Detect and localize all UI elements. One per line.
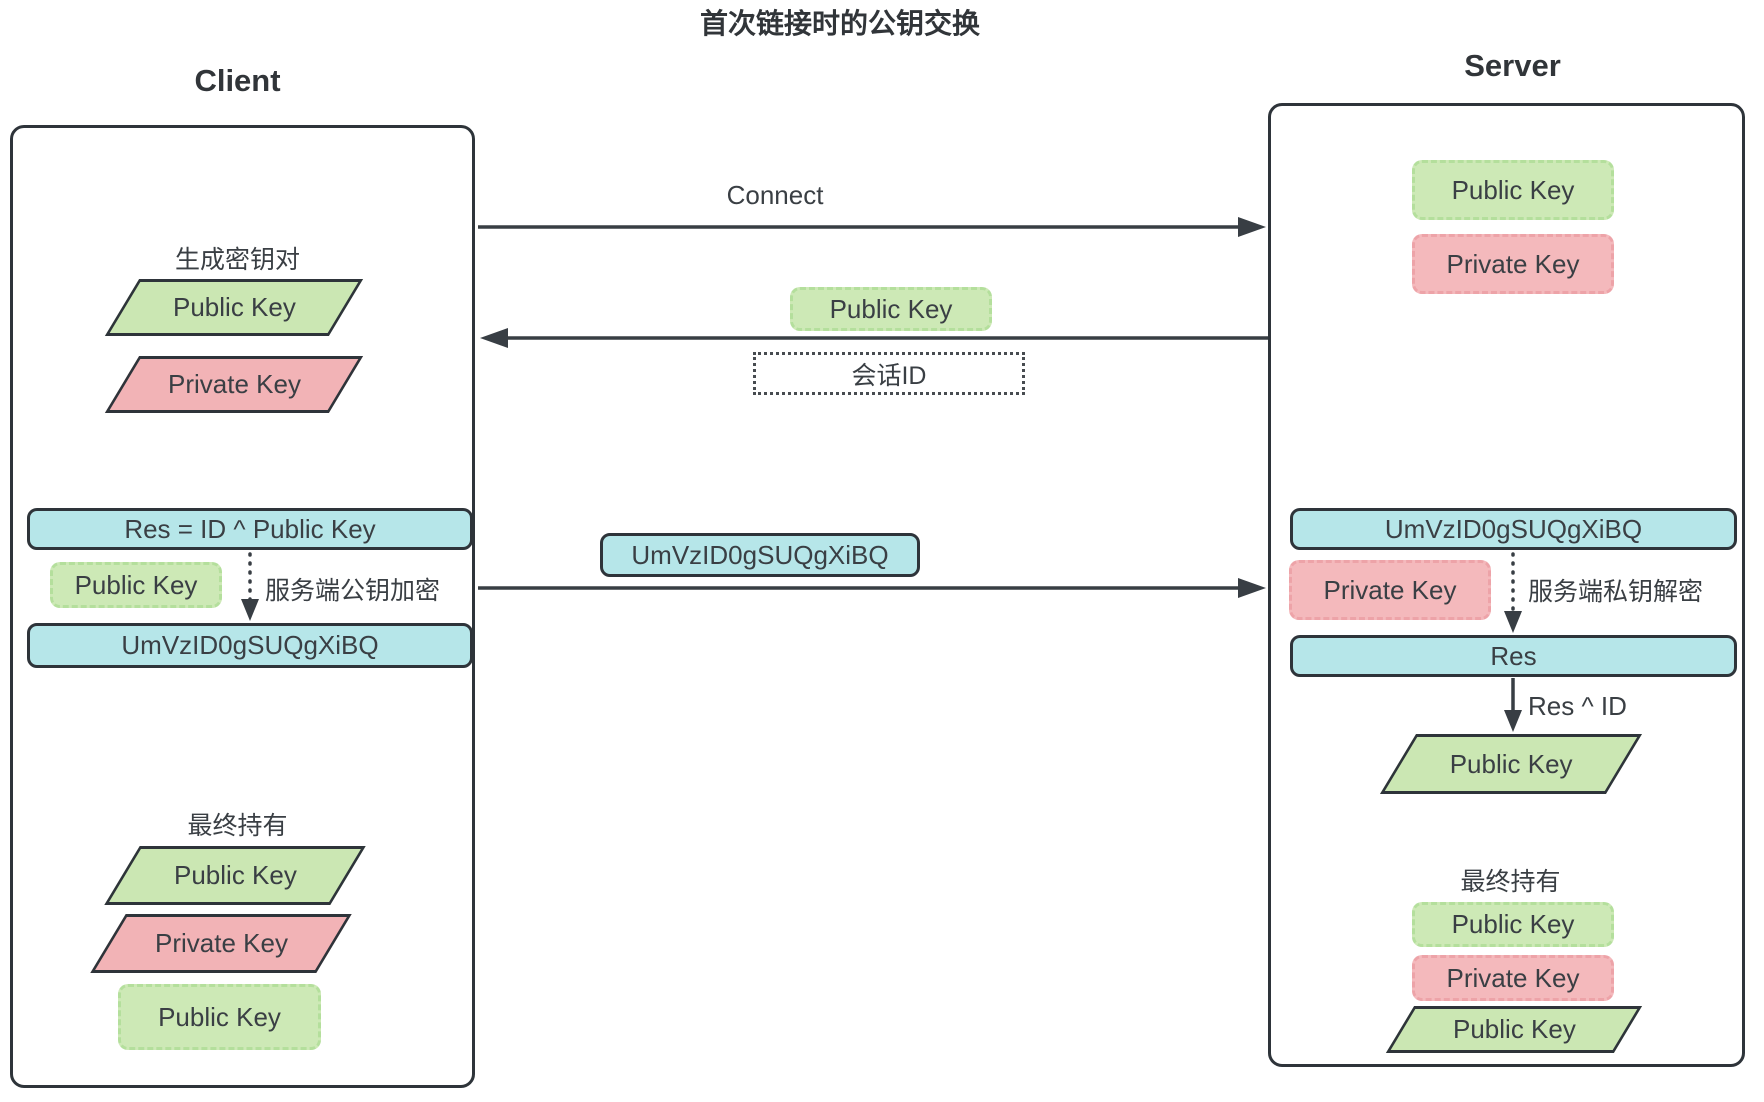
server-actor-label: Server [1464,48,1561,83]
client-encrypt-key-chip: Public Key [50,562,222,608]
server-final-client-public-key-label: Public Key [1452,1014,1576,1044]
payload-arrowhead [1238,578,1266,598]
server-final-private-key-chip: Private Key [1412,955,1614,1001]
client-final-private-key-label: Private Key [154,928,288,958]
client-final-caption: 最终持有 [187,812,288,840]
client-ciphertext-box: UmVzID0gSUQgXiBQ [27,623,473,668]
client-final-public-key-label: Public Key [173,860,297,890]
return-arrowhead [480,328,508,348]
session-id-box: 会话ID [753,352,1025,395]
server-final-caption: 最终持有 [1460,868,1561,896]
client-public-key-label: Public Key [172,292,296,322]
connect-label: Connect [726,180,824,210]
server-xor-caption: Res ^ ID [1528,691,1627,721]
server-ciphertext-box: UmVzID0gSUQgXiBQ [1290,508,1737,550]
client-final-server-public-key-chip: Public Key [118,984,321,1050]
client-final-private-key-shape: Private Key [90,914,352,973]
server-decrypt-caption: 服务端私钥解密 [1528,578,1704,606]
server-public-key-message-chip: Public Key [790,287,992,331]
server-decrypt-key-chip: Private Key [1289,560,1491,620]
server-result-public-key-shape: Public Key [1379,734,1643,794]
client-final-public-key-shape: Public Key [104,846,366,905]
client-encrypt-caption: 服务端公钥加密 [265,577,441,605]
client-private-key-shape: Private Key [104,356,364,413]
encrypted-payload-box: UmVzID0gSUQgXiBQ [600,533,920,577]
server-public-key-chip: Public Key [1412,160,1614,220]
server-result-public-key-label: Public Key [1449,748,1573,779]
server-final-client-public-key-shape: Public Key [1385,1006,1643,1053]
server-res-box: Res [1290,635,1737,677]
client-keygen-caption: 生成密钥对 [174,246,300,274]
client-public-key-shape: Public Key [104,279,364,336]
server-final-public-key-chip: Public Key [1412,902,1614,947]
res-formula-box: Res = ID ^ Public Key [27,508,473,550]
client-actor-label: Client [194,63,281,98]
diagram-title: 首次链接时的公钥交换 [699,8,980,39]
server-private-key-chip: Private Key [1412,234,1614,294]
connect-arrowhead [1238,217,1266,237]
client-private-key-label: Private Key [167,369,301,399]
